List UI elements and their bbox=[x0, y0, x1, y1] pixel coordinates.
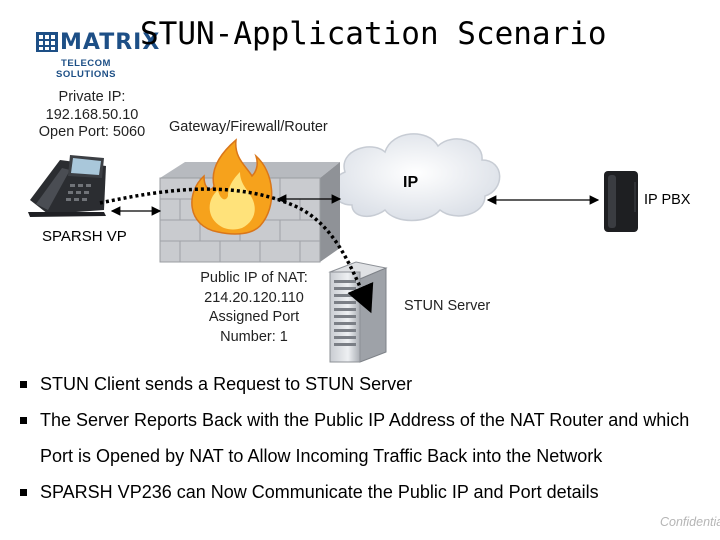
bullet-text: The Server Reports Back with the Public … bbox=[40, 410, 690, 466]
bullet-square-icon bbox=[20, 489, 27, 496]
ip-cloud-label: IP bbox=[403, 174, 419, 191]
public-ip-line: Number: 1 bbox=[220, 328, 288, 345]
private-ip-line: Private IP: bbox=[58, 89, 126, 105]
matrix-logo: MATRIX TELECOM SOLUTIONS bbox=[34, 28, 159, 80]
bullet-text: SPARSH VP236 can Now Communicate the Pub… bbox=[40, 482, 599, 502]
bullet-item: SPARSH VP236 can Now Communicate the Pub… bbox=[20, 474, 720, 510]
logo-wordmark: MATRIX bbox=[60, 30, 161, 55]
firewall-icon bbox=[159, 138, 340, 263]
bullet-item: STUN Client sends a Request to STUN Serv… bbox=[20, 366, 720, 402]
bullet-text: STUN Client sends a Request to STUN Serv… bbox=[40, 374, 413, 394]
cloud-icon bbox=[331, 133, 501, 222]
bullet-list: STUN Client sends a Request to STUN Serv… bbox=[20, 366, 720, 510]
server-icon bbox=[328, 261, 388, 363]
private-ip-label: Private IP: 192.168.50.10 Open Port: 506… bbox=[24, 89, 160, 142]
confidential-watermark: Confidential bbox=[660, 515, 720, 529]
bullet-item: The Server Reports Back with the Public … bbox=[20, 402, 720, 474]
ip-pbx-label: IP PBX bbox=[644, 192, 691, 208]
matrix-logo-mark-icon bbox=[36, 32, 58, 52]
public-ip-line: Public IP of NAT: bbox=[200, 270, 308, 286]
ip-phone-icon bbox=[28, 155, 106, 217]
private-ip-line: 192.168.50.10 bbox=[45, 106, 139, 123]
logo-tagline: TELECOM SOLUTIONS bbox=[56, 58, 116, 80]
public-ip-label: Public IP of NAT: 214.20.120.110 Assigne… bbox=[184, 269, 324, 347]
slide-title: STUN-Application Scenario bbox=[140, 16, 607, 52]
stun-server-label: STUN Server bbox=[404, 298, 491, 314]
ip-pbx-icon bbox=[604, 171, 638, 232]
public-ip-line: Assigned Port bbox=[208, 309, 300, 325]
bullet-square-icon bbox=[20, 417, 27, 424]
public-ip-line: 214.20.120.110 bbox=[204, 289, 304, 306]
private-ip-line: Open Port: 5060 bbox=[38, 124, 146, 140]
stun-request-path bbox=[99, 187, 374, 314]
bullet-square-icon bbox=[20, 381, 27, 388]
gateway-label: Gateway/Firewall/Router bbox=[169, 119, 328, 135]
sparsh-vp-label: SPARSH VP bbox=[42, 228, 127, 245]
